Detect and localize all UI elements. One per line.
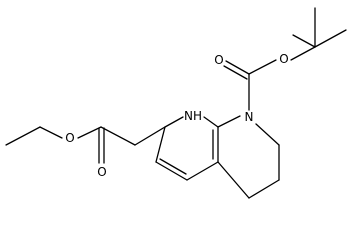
bond-o-tert-butyl-c	[290, 46, 316, 61]
bond-boc-c-o-ester	[248, 59, 277, 75]
atom-ring-nitrogen: N	[245, 110, 254, 124]
bond-carbonyl-c-ch2	[100, 126, 136, 146]
bond-ethyl-ch3-ch2	[5, 126, 41, 146]
bond-c4-c4a	[217, 161, 250, 199]
bond-lines	[5, 7, 347, 199]
atom-ester-carbonyl-oxygen: O	[97, 165, 106, 179]
bond-tbu-methyl-right	[314, 29, 347, 48]
bond-boc-c-o-double-a	[225, 60, 250, 75]
bond-c8a-n1	[217, 115, 241, 128]
bond-nh-c8a	[203, 116, 219, 128]
bond-c7-nh	[164, 116, 184, 128]
bond-ethyl-ch2-o	[39, 126, 63, 139]
bond-c4a-c5	[186, 161, 219, 181]
bond-boc-c-o-double-b	[223, 65, 248, 80]
bond-c6-c7	[155, 126, 166, 163]
atom-ester-oxygen: O	[65, 131, 74, 145]
bond-n1-c2	[255, 123, 280, 146]
bond-ch2-c7	[134, 126, 166, 146]
bond-c5-c6-outer	[155, 161, 188, 181]
bond-tbu-methyl-left	[292, 34, 316, 48]
chemical-structure-diagram: O O NH N O O	[5, 7, 347, 199]
bond-c5-c6-inner	[159, 158, 187, 175]
atom-carbamate-carbonyl-oxygen: O	[214, 53, 223, 67]
atom-labels: O O NH N O O	[65, 52, 288, 179]
bond-o-carbonyl-c	[77, 126, 102, 139]
atom-carbamate-ester-oxygen: O	[279, 52, 288, 66]
atom-amine-nh: NH	[184, 109, 202, 123]
bond-c3-c4	[248, 179, 280, 199]
